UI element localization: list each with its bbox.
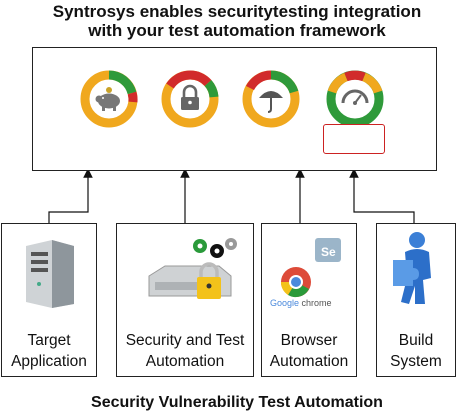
arrow-target-application — [48, 168, 93, 223]
label-line-1: Target — [27, 332, 71, 349]
label-line-1: Browser — [280, 332, 338, 349]
arrow-build-system — [349, 168, 415, 223]
wordmark-product: chrome — [301, 298, 332, 308]
security-automation-label: Security and Test Automation — [117, 330, 253, 372]
title-line-1: Syntrosys enables securitytesting integr… — [52, 2, 422, 21]
piggy-bank-icon — [95, 87, 120, 111]
selenium-badge-icon: Se — [315, 238, 341, 262]
label-line-2: System — [390, 353, 442, 370]
chrome-icon — [280, 267, 311, 298]
umbrella-gauge — [242, 70, 300, 128]
label-line-1: Build — [398, 332, 434, 349]
source-build-system: Build System — [376, 223, 456, 377]
selenium-badge-text: Se — [321, 245, 336, 259]
footer-caption: Security Vulnerability Test Automation — [91, 394, 383, 411]
title-line-2: with your test automation framework — [88, 21, 386, 40]
puzzle-person-icon — [393, 232, 431, 304]
lock-icon — [181, 84, 199, 110]
label-line-2: Automation — [145, 353, 225, 370]
build-system-label: Build System — [377, 330, 455, 372]
padlock-icon — [197, 262, 221, 299]
locked-drive-gears-icon — [148, 238, 237, 299]
source-browser-automation: Se Google chrome Browser Automation — [261, 223, 357, 377]
speedometer-gauge — [326, 70, 384, 128]
label-line-1: Security and Test — [125, 332, 245, 349]
source-security-automation: Security and Test Automation — [116, 223, 254, 377]
server-tower-icon — [26, 240, 74, 308]
target-application-label: Target Application — [2, 330, 96, 372]
piggy-bank-gauge — [80, 70, 138, 128]
google-chrome-wordmark: Google chrome — [270, 298, 332, 308]
wordmark-brand: Google — [270, 298, 300, 308]
browser-automation-label: Browser Automation — [262, 330, 356, 372]
umbrella-icon — [259, 91, 283, 113]
gears-icon — [193, 238, 237, 258]
lock-gauge — [161, 70, 219, 128]
label-line-2: Automation — [269, 353, 349, 370]
label-line-2: Application — [11, 353, 87, 370]
source-target-application: Target Application — [1, 223, 97, 377]
speedometer-icon — [341, 89, 369, 105]
highlight-box — [323, 124, 385, 154]
